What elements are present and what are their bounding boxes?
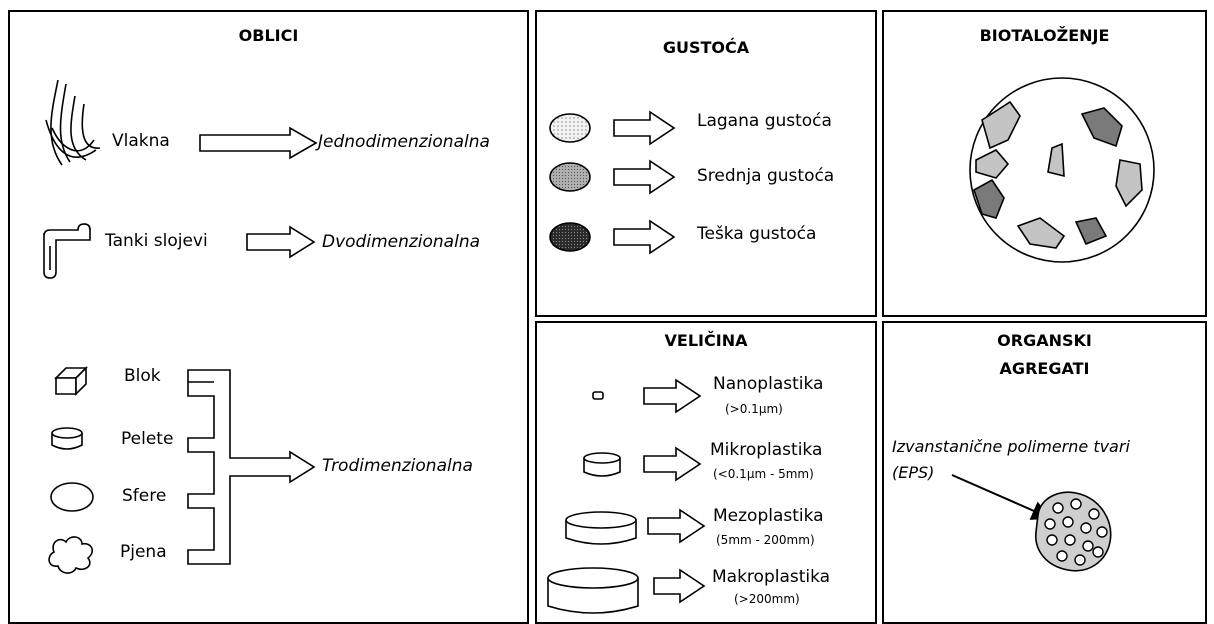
- eps-label-line2: (EPS): [892, 463, 935, 482]
- organski-title-line2: AGREGATI: [999, 359, 1090, 378]
- three-dimensional-label: Trodimenzionalna: [322, 456, 473, 476]
- fibers-arrow-icon: [199, 126, 318, 160]
- nanoplastic-label: Nanoplastika: [713, 374, 824, 394]
- light-density-icon: [549, 113, 591, 143]
- medium-density-icon: [549, 162, 591, 192]
- three-d-bracket-icon: [187, 369, 316, 565]
- eps-label-line1: Izvanstanične polimerne tvari: [892, 437, 1130, 456]
- thin-films-label: Tanki slojevi: [105, 231, 208, 251]
- biotalozenje-title: BIOTALOŽENJE: [979, 26, 1110, 45]
- foam-icon: [48, 536, 94, 574]
- thin-film-icon: [43, 223, 91, 279]
- heavy-density-arrow-icon: [613, 219, 676, 255]
- microplastic-arrow-icon: [643, 446, 702, 482]
- mesoplastic-range: (5mm - 200mm): [716, 533, 815, 547]
- pellets-label: Pelete: [121, 429, 174, 449]
- light-density-arrow-icon: [613, 110, 676, 146]
- organski-title-line1: ORGANSKI: [997, 331, 1092, 350]
- heavy-density-label: Teška gustoća: [697, 224, 817, 244]
- mesoplastic-label: Mezoplastika: [713, 506, 824, 526]
- organic-aggregate-icon: [1035, 491, 1112, 572]
- eps-pointer-arrow-icon: [951, 474, 1052, 520]
- heavy-density-icon: [549, 222, 591, 252]
- fibers-label: Vlakna: [112, 131, 170, 151]
- gustoca-title: GUSTOĆA: [662, 38, 750, 57]
- macroplastic-range: (>200mm): [734, 592, 800, 606]
- pellet-icon: [51, 427, 83, 450]
- one-dimensional-label: Jednodimenzionalna: [318, 132, 490, 152]
- sphere-icon: [50, 482, 94, 512]
- velicina-title: VELIČINA: [664, 331, 748, 350]
- mesoplastic-icon: [565, 511, 637, 545]
- foam-label: Pjena: [120, 542, 167, 562]
- block-icon: [54, 366, 88, 396]
- biofouled-particle-icon: [969, 77, 1155, 263]
- two-dimensional-label: Dvodimenzionalna: [322, 232, 481, 252]
- microplastic-range: (<0.1μm - 5mm): [713, 467, 814, 481]
- microplastic-icon: [583, 452, 621, 477]
- nanoplastic-arrow-icon: [643, 378, 702, 414]
- macroplastic-label: Makroplastika: [712, 567, 831, 587]
- macroplastic-icon: [547, 567, 639, 614]
- nanoplastic-range: (>0.1μm): [725, 402, 783, 416]
- microplastic-label: Mikroplastika: [710, 440, 823, 460]
- spheres-label: Sfere: [122, 486, 167, 506]
- medium-density-arrow-icon: [613, 159, 676, 195]
- block-label: Blok: [124, 366, 161, 386]
- mesoplastic-arrow-icon: [647, 508, 706, 544]
- films-arrow-icon: [246, 225, 316, 259]
- macroplastic-arrow-icon: [653, 568, 706, 604]
- fibers-icon: [45, 79, 101, 166]
- light-density-label: Lagana gustoća: [697, 111, 832, 131]
- nanoplastic-icon: [592, 391, 604, 400]
- biotalozenje-panel: BIOTALOŽENJE: [882, 10, 1207, 317]
- oblici-title: OBLICI: [238, 26, 299, 45]
- gustoca-panel: GUSTOĆA: [535, 10, 877, 317]
- medium-density-label: Srednja gustoća: [697, 166, 835, 186]
